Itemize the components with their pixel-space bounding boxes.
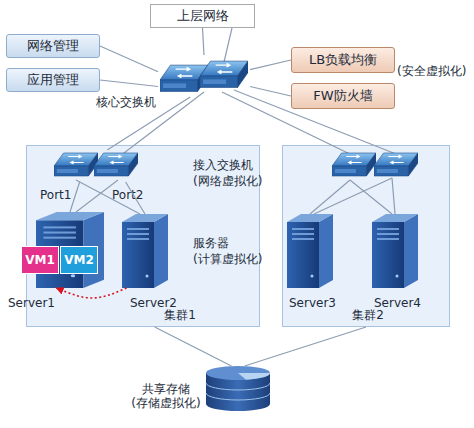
node-label: FW防火墙	[313, 88, 372, 104]
virtual-machine: VM2	[60, 246, 98, 274]
server: VM1VM2Server1	[36, 212, 104, 288]
server: Server2	[122, 214, 168, 288]
core-switch: 核心交换机	[158, 55, 250, 97]
security-box: LB负载均衡	[291, 47, 395, 73]
management-box: 应用管理	[6, 68, 100, 92]
annotation-label: (安全虚拟化)	[397, 64, 473, 80]
server-icon	[287, 214, 333, 288]
node-label: 集群1	[155, 308, 205, 322]
vm-label: VM1	[25, 253, 55, 267]
annotation-label: 服务器 (计算虚拟化)	[193, 236, 283, 267]
node-label: 应用管理	[27, 72, 79, 88]
node-label: Server1	[8, 296, 64, 310]
network-link	[100, 46, 158, 72]
network-link	[250, 87, 291, 97]
network-link	[203, 28, 205, 55]
node-label: 共享存储 (存储虚拟化)	[129, 382, 203, 411]
node-label: Server2	[130, 296, 186, 310]
storage-top	[206, 366, 270, 380]
network-box: 上层网络	[150, 4, 255, 28]
access-switch: Port1Port2	[52, 150, 144, 182]
node-label: Port2	[112, 188, 152, 202]
network-link	[245, 327, 366, 366]
node-label: Server3	[289, 296, 345, 310]
network-link	[100, 80, 158, 87]
node-label: 核心交换机	[84, 95, 156, 109]
switch-icon	[200, 61, 248, 87]
node-label: Server4	[374, 296, 430, 310]
vm-label: VM2	[64, 253, 94, 267]
uplink-wire	[224, 28, 232, 62]
node-label: 上层网络	[177, 8, 229, 24]
annotation-label: 接入交换机 (网络虚拟化)	[193, 158, 283, 189]
storage-wedge	[238, 373, 270, 380]
network-link	[250, 60, 291, 70]
server-icon	[122, 214, 168, 288]
shared-storage: 共享存储 (存储虚拟化)	[205, 366, 271, 412]
server-icon	[372, 214, 418, 288]
network-link	[155, 327, 232, 366]
security-box: FW防火墙	[291, 83, 395, 109]
server: Server3	[287, 214, 333, 288]
server: Server4	[372, 214, 418, 288]
virtual-machine: VM1	[21, 246, 59, 274]
management-box: 网络管理	[6, 34, 100, 58]
storage-band	[206, 393, 270, 400]
storage-band	[206, 383, 270, 390]
node-label: LB负载均衡	[309, 52, 377, 68]
node-label: Port1	[40, 188, 80, 202]
node-label: 集群2	[343, 308, 393, 322]
node-label: 网络管理	[27, 38, 79, 54]
